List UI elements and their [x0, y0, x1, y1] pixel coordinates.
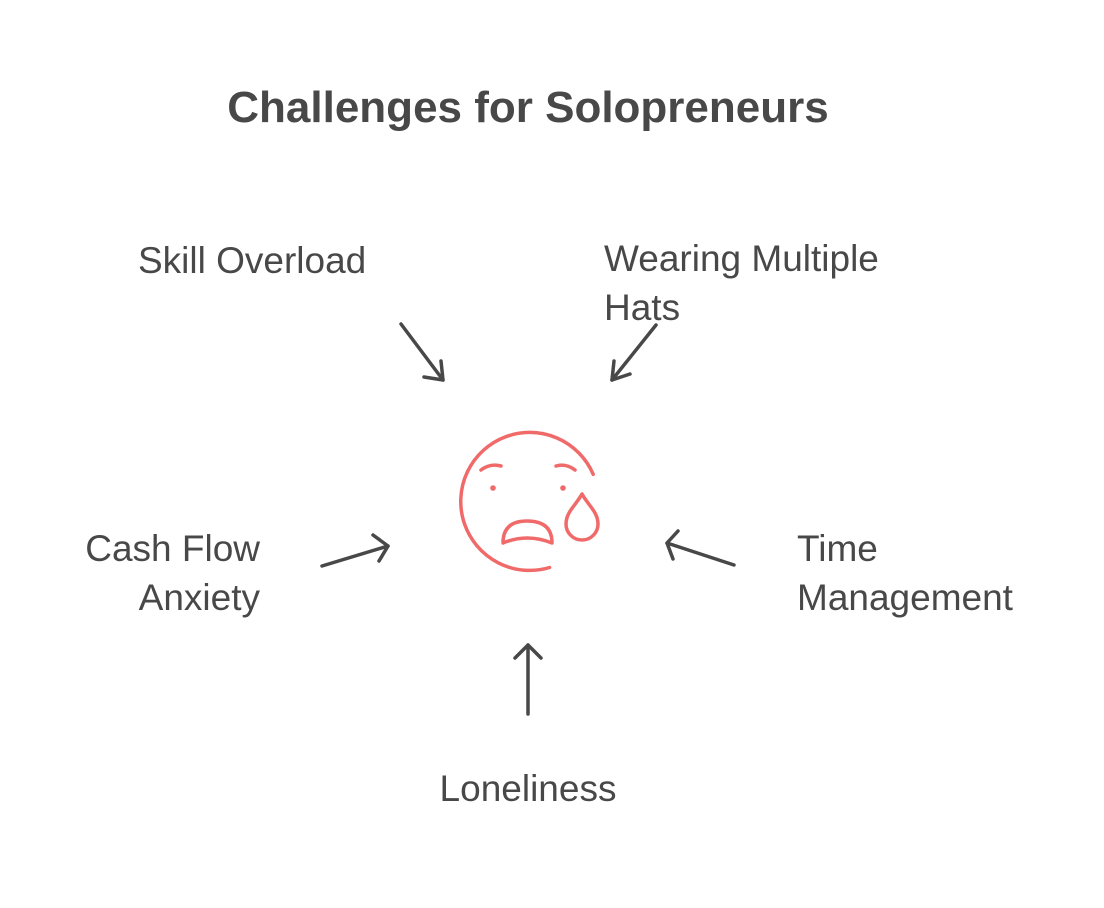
- label-line: Cash Flow: [85, 528, 260, 569]
- crying-mouth: [501, 519, 554, 545]
- label-line: Wearing Multiple: [604, 238, 879, 279]
- face-outline: [459, 430, 595, 573]
- label-line: Hats: [604, 287, 681, 328]
- sad-crying-face-icon: [459, 430, 600, 573]
- left-eyebrow: [479, 463, 503, 472]
- challenge-label-loneliness: Loneliness: [380, 764, 676, 813]
- label-line: Anxiety: [138, 577, 260, 618]
- teardrop: [564, 492, 600, 542]
- arrow-loneliness: [513, 643, 543, 716]
- arrow-cash-flow-anxiety: [320, 533, 390, 568]
- label-line: Time: [797, 528, 878, 569]
- arrow-wearing-multiple-hats: [610, 323, 658, 382]
- challenge-label-wearing-multiple-hats: Wearing Multiple Hats: [604, 234, 879, 332]
- diagram-title: Challenges for Solopreneurs: [227, 83, 829, 132]
- arrow-skill-overload: [399, 322, 445, 382]
- label-line: Management: [797, 577, 1013, 618]
- challenge-label-time-management: Time Management: [797, 524, 1013, 622]
- right-eyebrow: [554, 463, 577, 472]
- arrow-time-management: [665, 529, 736, 567]
- left-eye: [490, 485, 496, 491]
- label-line: Loneliness: [439, 768, 617, 809]
- arrows: [320, 322, 736, 716]
- challenge-label-skill-overload: Skill Overload: [138, 236, 366, 285]
- right-eye: [560, 485, 566, 491]
- challenge-label-cash-flow-anxiety: Cash Flow Anxiety: [60, 524, 260, 622]
- label-line: Skill Overload: [138, 240, 367, 281]
